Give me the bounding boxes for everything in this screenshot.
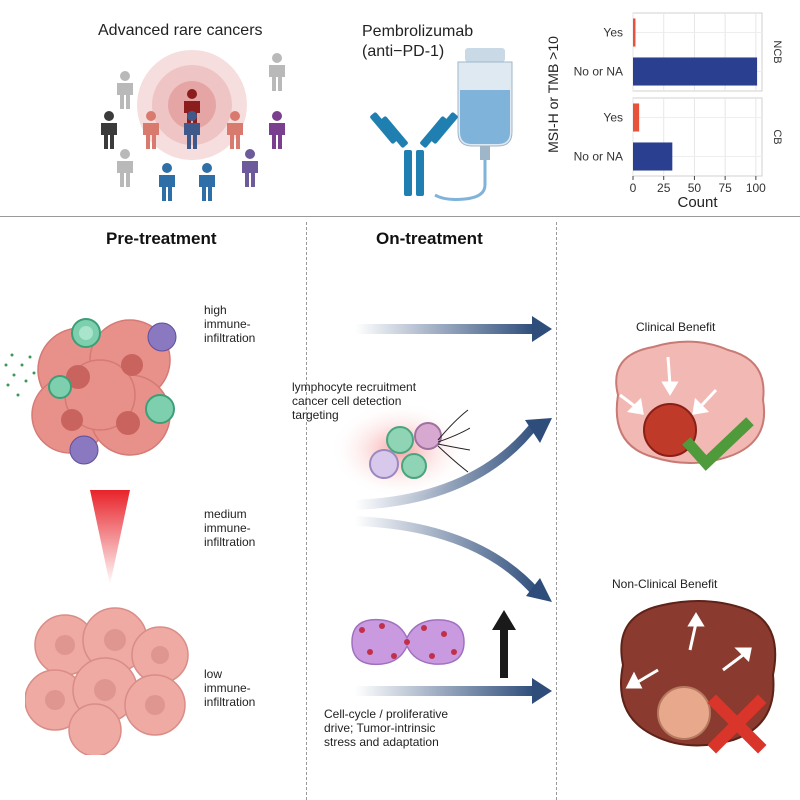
t-cell-icon [48,318,175,424]
flow-arrows [355,316,552,704]
pre-treatment-header: Pre-treatment [106,229,217,248]
recruitment-note: lymphocyte recruitment cancer cell detec… [292,380,417,422]
antibody-icon [370,112,458,196]
category-label: No or NA [574,65,623,79]
shrunken-tumor-core [643,403,697,457]
bar-ncb-0 [633,18,636,47]
antibody-iv-illustration [370,48,513,201]
chart-facets: Yes No or NA NCB Yes No or NA CB [574,12,783,177]
level-label-medium: medium immune- infiltration [204,507,256,549]
category-label: Yes [603,111,623,125]
shrink-arrows [619,356,718,415]
x-tick-label: 100 [746,181,766,195]
chart-y-axis-label: MSI-H or TMB >10 [545,36,561,153]
on-treatment-header: On-treatment [376,229,483,248]
stress-marker-icon [359,623,457,659]
x-tick-label: 0 [630,181,637,195]
iv-fluid [460,90,510,144]
lymphocyte-recruitment-illustration [330,402,470,498]
facet-label: CB [771,129,783,144]
person-icon [199,163,215,201]
drug-title: Pembrolizumab (anti−PD-1) [362,22,473,62]
iv-drip-chamber [480,146,490,160]
facet-label: NCB [771,40,783,63]
chart-facet-cb: Yes No or NA CB [574,97,783,177]
person-icon [117,149,133,187]
x-tick-label: 25 [657,181,671,195]
x-tick-label: 75 [718,181,732,195]
msi-tmb-bar-chart: MSI-H or TMB >10 Yes No or NA NCB Yes No or … [545,12,783,208]
t-cell-icon [386,426,414,454]
growth-arrows [625,612,752,689]
low-infiltration-tumor [25,607,189,755]
column-divider-1 [306,222,307,800]
chart-facet-ncb: Yes No or NA NCB [574,12,783,92]
chemotaxis-lines [437,409,470,473]
person-icon [242,149,258,187]
category-label: No or NA [574,150,623,164]
chart-x-axis-label: Count [677,194,718,208]
clinical-benefit-tumor [615,340,766,471]
cytokine-particles [4,353,36,397]
dendritic-cell-icon [69,322,177,465]
person-icon [269,53,285,91]
category-label: Yes [603,26,623,40]
iv-tube [434,160,487,201]
cancer-cell-icon [414,422,442,450]
person-icon [117,71,133,109]
patient-cohort-illustration [101,50,285,201]
arrow-medium-to-cb [355,418,552,510]
iv-bag-top [465,48,505,62]
cross-icon [707,694,767,754]
clinical-benefit-label: Clinical Benefit [636,320,716,334]
non-clinical-benefit-label: Non-Clinical Benefit [612,577,718,591]
level-label-low: low immune- infiltration [204,667,256,709]
drug-title-line2: (anti−PD-1) [362,43,445,60]
immune-cell-icon [369,449,399,479]
section-divider [0,216,800,217]
arrow-up-black [492,610,516,678]
person-icon [159,163,175,201]
bar-cb-0 [633,103,640,132]
arrow-medium-to-ncb [355,516,552,602]
person-icon [101,111,117,149]
x-tick-label: 50 [688,181,702,195]
cohort-title: Advanced rare cancers [98,22,263,39]
non-clinical-benefit-tumor [620,600,777,754]
cell-cycle-note: Cell-cycle / proliferative drive; Tumor-… [324,707,449,749]
high-infiltration-tumor [4,318,177,465]
t-cell-icon [401,453,427,479]
dividing-cell-illustration [351,618,465,666]
level-label-high: high immune- infiltration [204,303,256,345]
drug-title-line1: Pembrolizumab [362,23,474,40]
bar-cb-1 [633,142,673,171]
chart-x-ticks: 0 25 50 75 100 [630,176,766,195]
infiltration-gradient-triangle [90,490,130,585]
resistant-tumor-core [657,686,711,740]
column-divider-2 [556,222,557,800]
person-icon [269,111,285,149]
bar-ncb-1 [633,57,758,86]
arrow-high-to-cb [355,316,552,342]
arrow-low-to-ncb [355,678,552,704]
check-icon [682,417,754,471]
